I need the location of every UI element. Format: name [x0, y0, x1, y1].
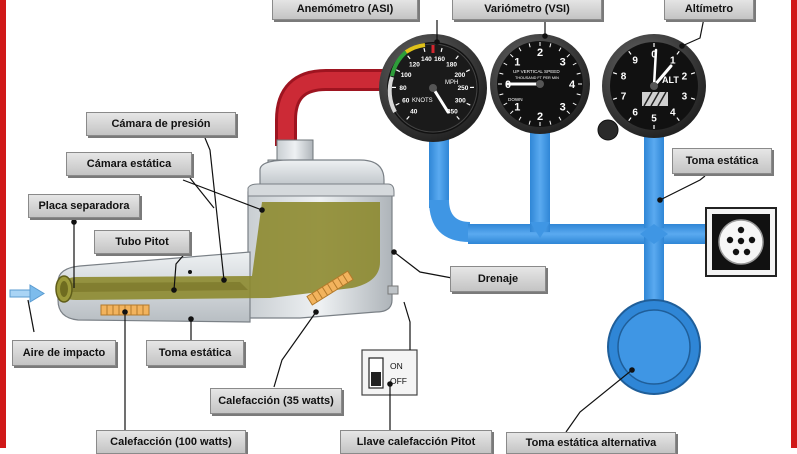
- impact-air-arrow: [10, 285, 44, 302]
- gauge-tick-label: 60: [402, 98, 410, 105]
- label-vsi: Variómetro (VSI): [452, 0, 602, 20]
- static-pipe-elbow: [429, 200, 470, 242]
- switch-on-label: ON: [390, 361, 403, 371]
- vsi-tick-label: 1: [514, 102, 520, 114]
- vsi-tick-label: 2: [537, 47, 543, 59]
- label-drain: Drenaje: [450, 266, 546, 292]
- gauge-tick-label: 80: [399, 85, 407, 92]
- static-pipe-vsi: [530, 128, 550, 232]
- alt-abbr: ALT: [662, 75, 679, 85]
- label-static-port: Toma estática: [672, 148, 772, 174]
- label-alternate-static: Toma estática alternativa: [506, 432, 676, 454]
- label-pitot-heat-switch: Llave calefacción Pitot: [340, 430, 492, 454]
- vsi-tick-label: 3: [560, 102, 566, 114]
- pitot-line: [286, 80, 392, 146]
- gauge-tick-label: 120: [409, 62, 420, 69]
- label-pitot-tube: Tubo Pitot: [94, 230, 190, 254]
- static-port: [706, 208, 776, 276]
- vsi-subcaption: THOUSAND FT PER MIN: [515, 76, 559, 80]
- label-heater-100w: Calefacción (100 watts): [96, 430, 246, 454]
- label-asi: Anemómetro (ASI): [272, 0, 418, 20]
- gauge-tick-label: 4: [670, 107, 676, 118]
- vsi-tick-label: 2: [537, 111, 543, 123]
- label-static-port-bottom: Toma estática: [146, 340, 244, 366]
- vsi-down: DOWN: [508, 97, 523, 102]
- static-line-system: [429, 128, 708, 394]
- gauge-tick-label: 100: [401, 72, 412, 79]
- vsi-tick-label: 4: [569, 79, 576, 91]
- altimeter-knob: [598, 120, 618, 140]
- gauge-tick-label: 3: [682, 91, 688, 102]
- label-heater-35w: Calefacción (35 watts): [210, 388, 342, 414]
- gauge-tick-label: 160: [434, 56, 445, 63]
- static-pipe-alt: [644, 130, 664, 228]
- gauge-tick-label: 140: [421, 56, 432, 63]
- asi-face-abbr: MPH: [445, 80, 458, 86]
- label-separator-plate: Placa separadora: [28, 194, 140, 218]
- gauge-tick-label: 8: [621, 72, 627, 83]
- label-pressure-chamber: Cámara de presión: [86, 112, 236, 136]
- static-pipe-horizontal: [468, 224, 708, 244]
- vsi-tick-label: 3: [560, 56, 566, 68]
- gauge-tick-label: 200: [454, 72, 465, 79]
- gauge-tick-label: 250: [458, 85, 469, 92]
- label-static-chamber: Cámara estática: [66, 152, 192, 176]
- gauge-tick-label: 40: [410, 108, 418, 115]
- vsi-caption: UP VERTICAL SPEED: [513, 69, 560, 74]
- vsi-tick-label: 1: [514, 56, 520, 68]
- label-impact-air: Aire de impacto: [12, 340, 116, 366]
- gauge-tick-label: 9: [632, 56, 638, 67]
- gauge-tick-label: 7: [621, 91, 627, 102]
- vertical-speed-indicator: 01234123 UP VERTICAL SPEED THOUSAND FT P…: [490, 34, 590, 134]
- label-altimeter: Altímetro: [664, 0, 754, 20]
- static-pipe-alternate: [644, 236, 664, 304]
- gauge-tick-label: 300: [455, 98, 466, 105]
- gauge-tick-label: 5: [651, 114, 657, 125]
- gauge-tick-label: 180: [446, 62, 457, 69]
- gauge-tick-label: 2: [682, 72, 688, 83]
- gauge-tick-label: 6: [632, 107, 638, 118]
- asi-unit: KNOTS: [412, 98, 433, 104]
